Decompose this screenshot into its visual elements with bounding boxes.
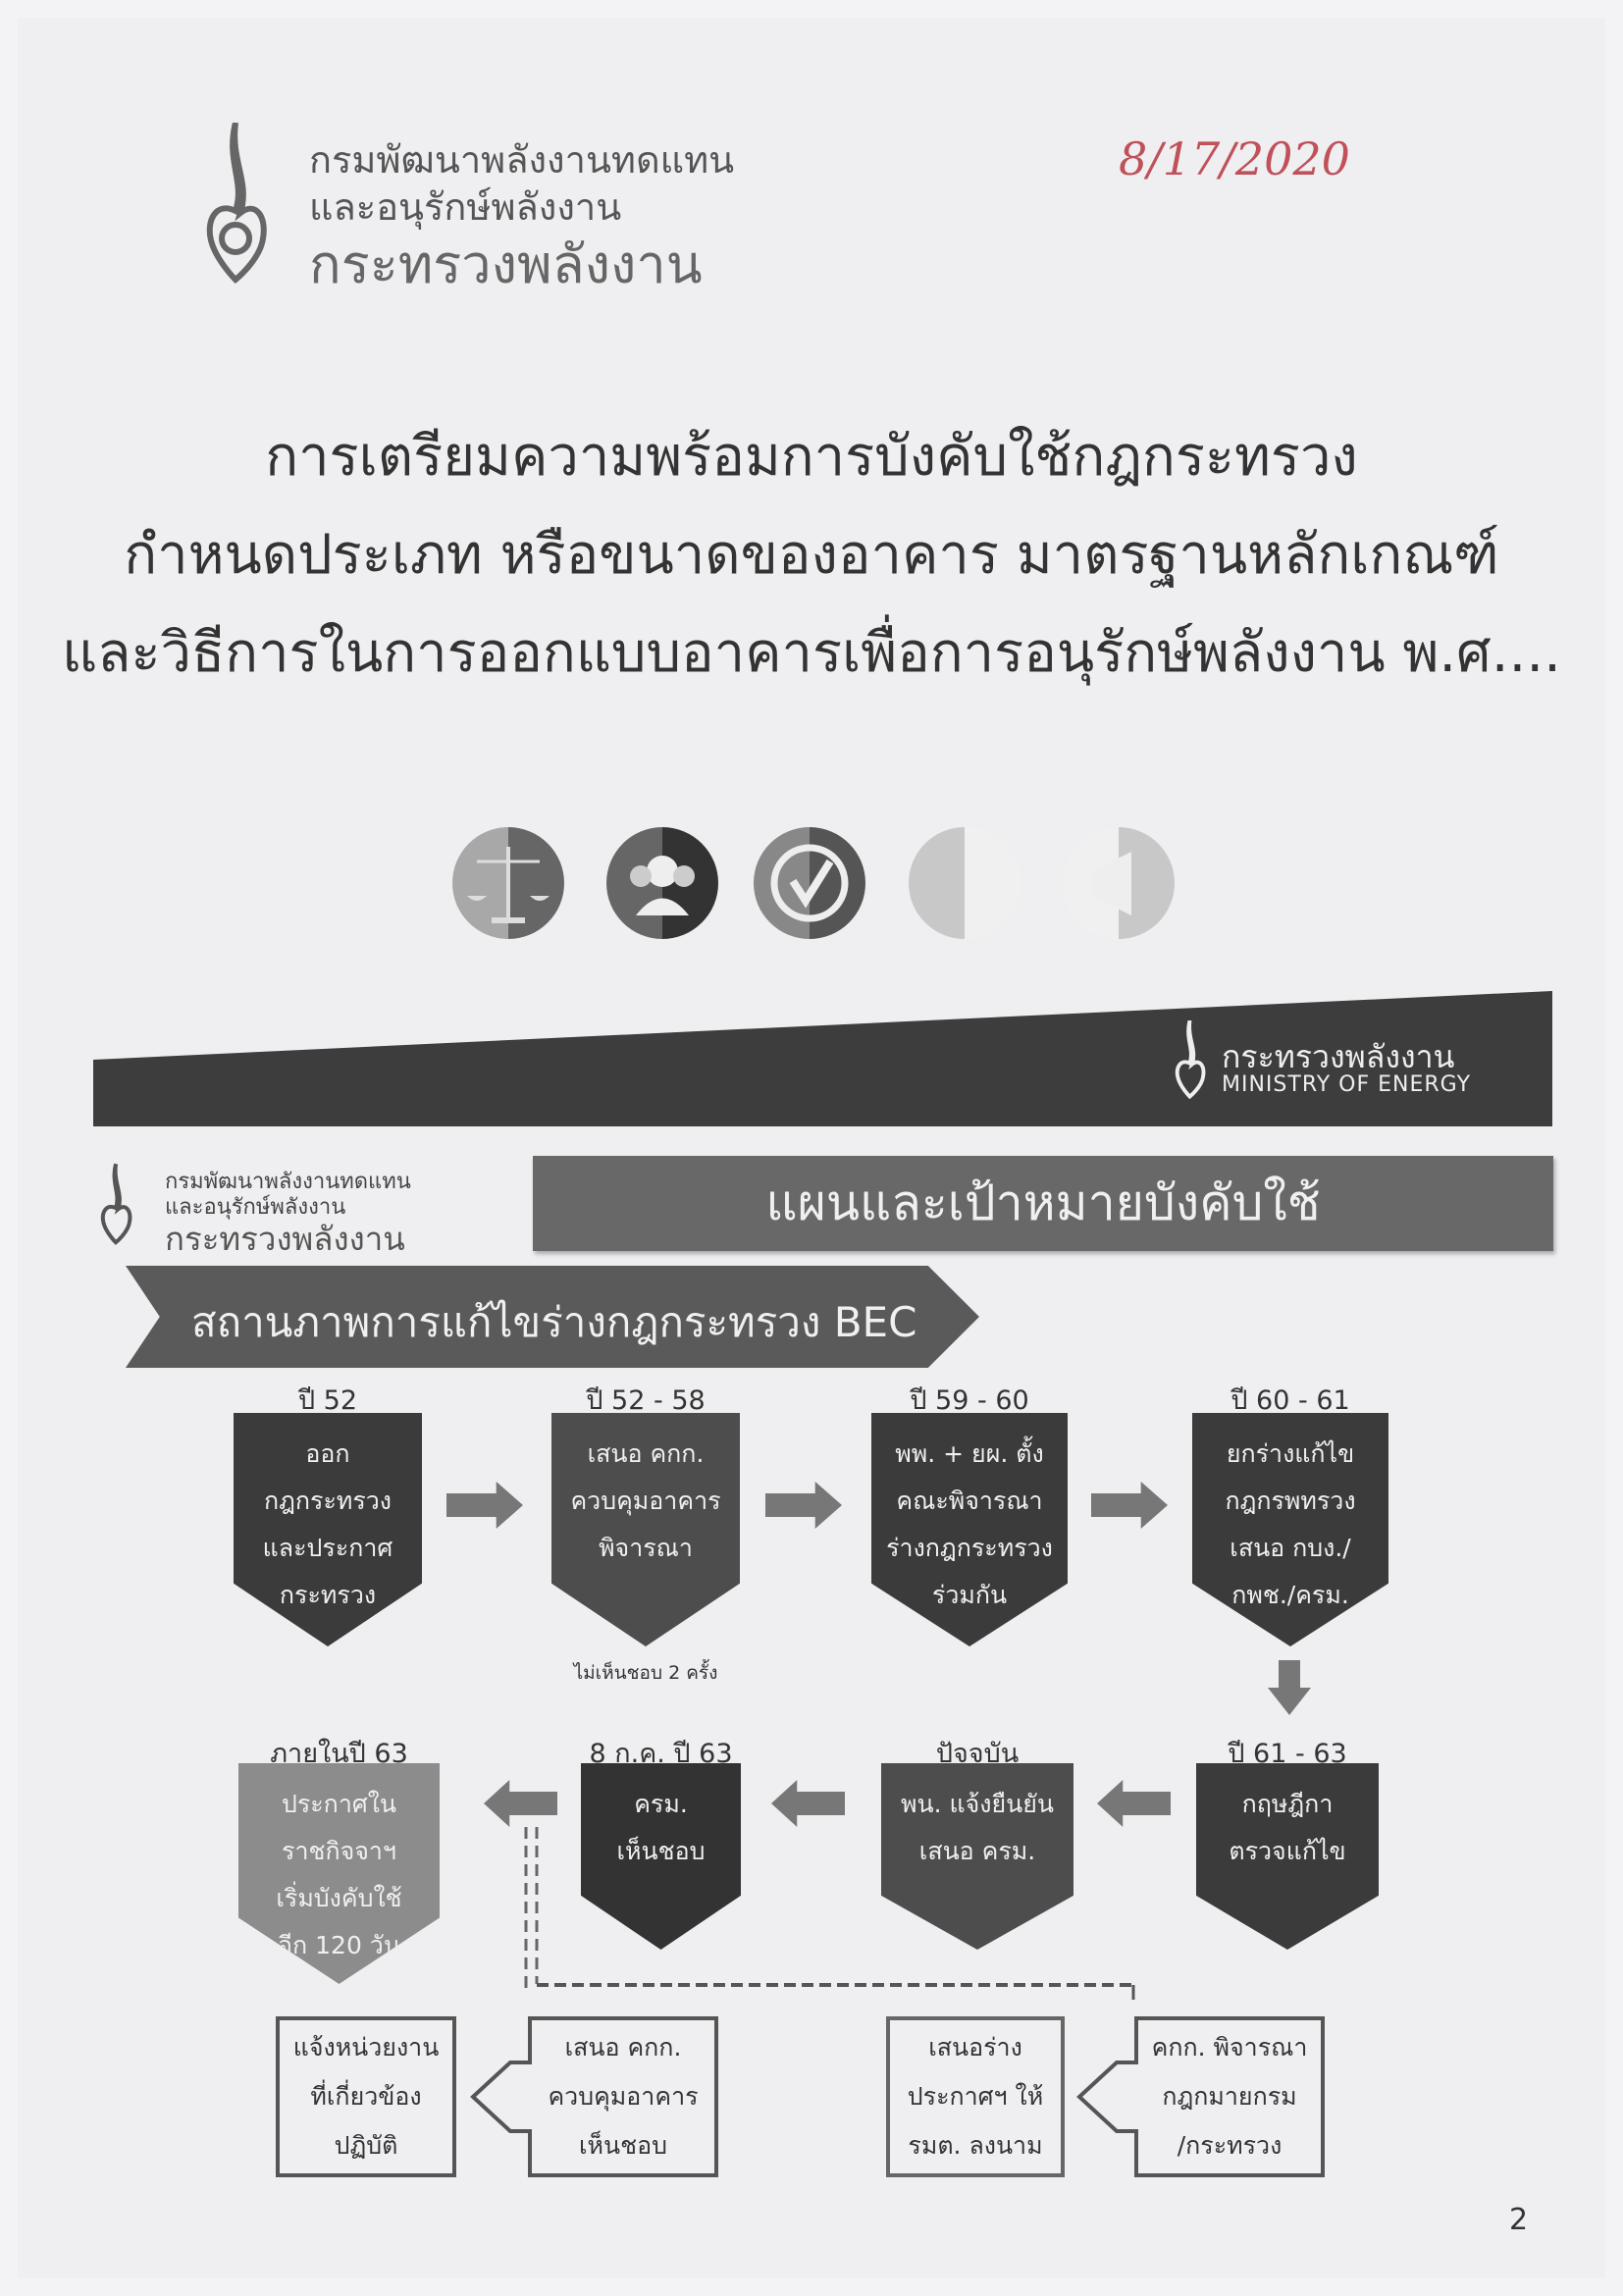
period-label: ปี 60 - 61 bbox=[1230, 1385, 1350, 1416]
step-text: อีก 120 วัน bbox=[278, 1931, 400, 1959]
step-text: กฎกรพทรวง bbox=[1225, 1487, 1356, 1515]
step-text: และประกาศ bbox=[262, 1534, 393, 1562]
step-text: เสนอ คกก. bbox=[564, 2033, 682, 2061]
period-label: ปี 52 - 58 bbox=[586, 1385, 706, 1416]
step-text: ออก bbox=[305, 1439, 350, 1468]
step-text: เห็นชอบ bbox=[579, 2131, 667, 2160]
org-name-line2: และอนุรักษ์พลังงาน bbox=[309, 185, 622, 229]
step-text: ยกร่างแก้ไข bbox=[1226, 1439, 1355, 1468]
section-flame-icon bbox=[100, 1163, 132, 1245]
step-text: พน. แจ้งยืนยัน bbox=[901, 1790, 1054, 1818]
step-text: ประกาศใน bbox=[281, 1790, 397, 1818]
step-text: คกก. พิจารณา bbox=[1151, 2033, 1308, 2061]
title-line-2: กำหนดประเภท หรือขนาดของอาคาร มาตรฐานหลัก… bbox=[124, 523, 1499, 587]
banner-ministry-th: กระทรวงพลังงาน bbox=[1222, 1038, 1455, 1075]
step-text: ควบคุมอาคาร bbox=[548, 2082, 699, 2111]
step-text: ที่เกี่ยวข้อง bbox=[310, 2082, 422, 2111]
title-line-1: การเตรียมความพร้อมการบังคับใช้กฎกระทรวง bbox=[265, 425, 1358, 489]
step-text: ประกาศฯ ให้ bbox=[907, 2082, 1044, 2111]
step-text: พพ. + ยผ. ตั้ง bbox=[895, 1439, 1044, 1468]
step-text: เสนอร่าง bbox=[928, 2033, 1022, 2061]
check-icon bbox=[754, 827, 865, 939]
step-text: กฎกมายกรม bbox=[1162, 2082, 1297, 2111]
period-label: ปี 59 - 60 bbox=[910, 1385, 1029, 1416]
step-text: กพช./ครม. bbox=[1231, 1581, 1349, 1609]
step-text: ปฏิบัติ bbox=[334, 2131, 398, 2160]
step-text: รมต. ลงนาม bbox=[908, 2131, 1043, 2160]
step-note: ไม่เห็นชอบ 2 ครั้ง bbox=[573, 1662, 718, 1684]
handwritten-date: 8/17/2020 bbox=[1119, 132, 1350, 185]
step-text: ร่างกฎกระทรวง bbox=[886, 1534, 1053, 1562]
step-text: คณะพิจารณา bbox=[896, 1487, 1043, 1515]
scales-icon bbox=[452, 827, 564, 939]
ministry-name: กระทรวงพลังงาน bbox=[309, 234, 703, 295]
step-text: เสนอ ครม. bbox=[918, 1837, 1036, 1865]
step-text: เสนอ คกก. bbox=[587, 1439, 705, 1468]
step-text: ตรวจแก้ไข bbox=[1229, 1837, 1346, 1865]
step-text: ควบคุมอาคาร bbox=[570, 1487, 721, 1515]
section-org-line2: และอนุรักษ์พลังงาน bbox=[165, 1195, 346, 1220]
step-text: เสนอ กบง./ bbox=[1230, 1534, 1351, 1562]
step-text: กฎกระทรวง bbox=[263, 1487, 393, 1515]
step-text: ราชกิจจาฯ bbox=[282, 1837, 396, 1865]
step-text: พิจารณา bbox=[599, 1534, 693, 1562]
bottom-step-box: คกก. พิจารณากฎกมายกรม/กระทรวง bbox=[1136, 2018, 1323, 2175]
subheading-banner bbox=[126, 1266, 979, 1368]
section-org-line1: กรมพัฒนาพลังงานทดแทน bbox=[165, 1170, 411, 1194]
subheading-text: สถานภาพการแก้ไขร่างกฎกระทรวง BEC bbox=[191, 1298, 917, 1346]
globe-icon bbox=[909, 827, 1021, 939]
bottom-step-box: แจ้งหน่วยงานที่เกี่ยวข้องปฏิบัติ bbox=[278, 2018, 454, 2175]
title-line-3: และวิธีการในการออกแบบอาคารเพื่อการอนุรัก… bbox=[62, 621, 1561, 685]
step-text: ร่วมกัน bbox=[931, 1581, 1008, 1609]
bottom-step-box: เสนอ คกก. ควบคุมอาคารเห็นชอบ bbox=[530, 2018, 716, 2175]
step-text: เห็นชอบ bbox=[616, 1837, 706, 1865]
step-text: กฤษฎีกา bbox=[1241, 1790, 1334, 1818]
step-text: /กระทรวง bbox=[1177, 2131, 1283, 2160]
period-label: ปี 52 bbox=[297, 1385, 358, 1416]
section-org-line3: กระทรวงพลังงาน bbox=[165, 1220, 405, 1258]
people-icon bbox=[606, 827, 718, 939]
step-text: แจ้งหน่วยงาน bbox=[292, 2033, 440, 2061]
org-name-line1: กรมพัฒนาพลังงานทดแทน bbox=[309, 138, 735, 182]
megaphone-icon bbox=[1063, 827, 1175, 939]
section-heading: แผนและเป้าหมายบังคับใช้ bbox=[533, 1156, 1553, 1251]
page-number: 2 bbox=[1509, 2203, 1529, 2237]
banner-ministry-en: MINISTRY OF ENERGY bbox=[1222, 1072, 1472, 1097]
step-text: กระทรวง bbox=[279, 1581, 377, 1609]
step-text: ครม. bbox=[634, 1790, 688, 1818]
bottom-step-box: เสนอร่างประกาศฯ ให้รมต. ลงนาม bbox=[888, 2018, 1063, 2175]
banner-flame-icon bbox=[1175, 1020, 1206, 1099]
step-text: เริ่มบังคับใช้ bbox=[276, 1884, 402, 1912]
flame-logo-icon bbox=[206, 123, 267, 285]
